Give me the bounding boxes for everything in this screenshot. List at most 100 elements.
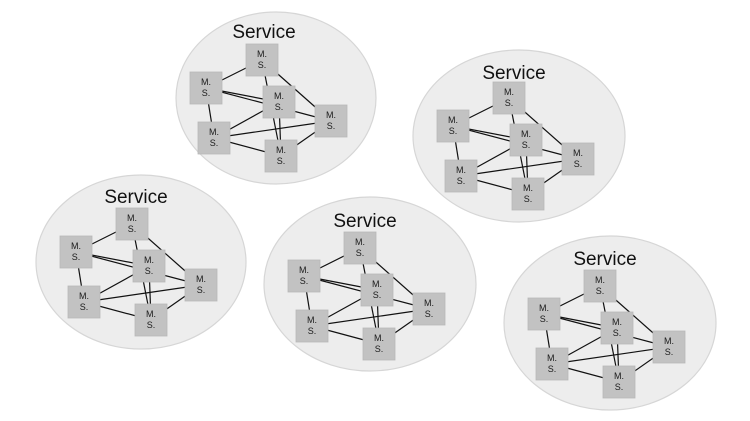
microservice-label-line2: S. [308,326,317,336]
microservice-node: M.S. [602,365,636,399]
microservice-label-line1: M. [355,237,365,247]
microservice-box [132,249,166,283]
microservice-node: M.S. [189,71,223,105]
microservice-box [197,121,231,155]
microservice-label-line2: S. [457,176,466,186]
service-title: Service [104,187,167,208]
microservice-box [287,259,321,293]
microservice-label-line1: M. [326,110,336,120]
microservice-label-line2: S. [327,121,336,131]
microservice-box [295,309,329,343]
microservice-node: M.S. [314,104,348,138]
microservice-label-line1: M. [424,298,434,308]
microservice-box [245,43,279,77]
microservice-label-line1: M. [201,77,211,87]
microservice-node: M.S. [511,177,545,211]
microservice-box [444,159,478,193]
microservice-label-line2: S. [425,309,434,319]
microservice-box [535,347,569,381]
microservice-node: M.S. [184,268,218,302]
microservice-label-line1: M. [547,353,557,363]
microservice-node: M.S. [115,207,149,241]
microservice-node: M.S. [652,330,686,364]
microservice-label-line1: M. [209,127,219,137]
microservice-label-line1: M. [523,183,533,193]
microservice-label-line1: M. [144,255,154,265]
microservice-label-line2: S. [80,302,89,312]
service-title: Service [482,63,545,84]
microservice-label-line1: M. [276,145,286,155]
microservice-box [134,303,168,337]
microservice-box [600,311,634,345]
microservice-label-line2: S. [665,347,674,357]
microservice-box [583,269,617,303]
microservice-box [264,139,298,173]
microservice-node: M.S. [132,249,166,283]
microservice-label-line1: M. [595,275,605,285]
microservice-label-line1: M. [274,91,284,101]
microservice-label-line1: M. [504,87,514,97]
microservice-label-line1: M. [372,279,382,289]
microservice-label-line1: M. [196,274,206,284]
microservice-label-line2: S. [540,314,549,324]
microservice-box [362,327,396,361]
microservice-node: M.S. [295,309,329,343]
microservice-node: M.S. [245,43,279,77]
microservice-box [67,285,101,319]
microservice-box [115,207,149,241]
microservice-label-line2: S. [356,248,365,258]
microservice-label-line2: S. [197,285,206,295]
microservice-box [184,268,218,302]
microservice-label-line2: S. [615,382,624,392]
microservice-node: M.S. [287,259,321,293]
microservice-box [492,81,526,115]
microservice-label-line2: S. [258,60,267,70]
microservice-box [511,177,545,211]
microservice-label-line2: S. [449,126,458,136]
microservice-box [262,85,296,119]
microservice-label-line1: M. [307,315,317,325]
microservice-label-line1: M. [79,291,89,301]
microservice-node: M.S. [509,123,543,157]
microservice-label-line2: S. [522,140,531,150]
microservice-node: M.S. [67,285,101,319]
microservice-node: M.S. [134,303,168,337]
microservice-box [189,71,223,105]
microservice-label-line2: S. [210,138,219,148]
connection-line [311,308,430,327]
microservice-label-line1: M. [612,317,622,327]
microservice-label-line1: M. [539,303,549,313]
microservice-box [602,365,636,399]
microservice-box [59,235,93,269]
microservice-label-line2: S. [147,320,156,330]
microservice-node: M.S. [412,292,446,326]
connection-line [213,120,332,139]
microservice-node: M.S. [262,85,296,119]
microservice-label-line1: M. [299,265,309,275]
microservice-label-line1: M. [664,336,674,346]
microservice-node: M.S. [444,159,478,193]
microservice-label-line2: S. [596,286,605,296]
microservice-label-line1: M. [257,49,267,59]
microservice-node: M.S. [492,81,526,115]
microservice-label-line1: M. [614,371,624,381]
microservice-node: M.S. [264,139,298,173]
microservice-box [360,273,394,307]
microservice-label-line2: S. [505,98,514,108]
microservice-label-line2: S. [375,344,384,354]
microservice-label-line1: M. [374,333,384,343]
connection-line [460,158,579,177]
connection-line [83,284,202,303]
microservice-box [652,330,686,364]
service-title: Service [573,249,636,270]
microservice-label-line1: M. [127,213,137,223]
microservice-label-line2: S. [574,159,583,169]
microservice-label-line2: S. [202,88,211,98]
service-title: Service [232,22,295,43]
microservice-box [343,231,377,265]
